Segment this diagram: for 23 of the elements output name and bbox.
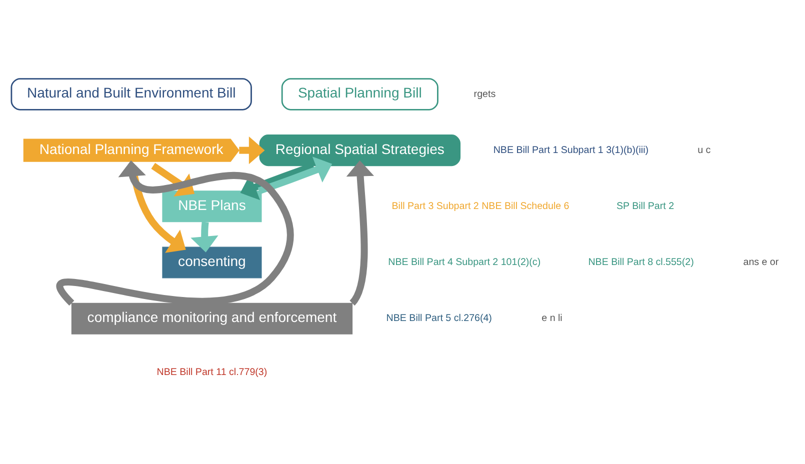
node-box: compliance monitoring and enforcement <box>71 302 353 334</box>
node-box: NBE Plans <box>162 190 262 222</box>
label: Bill Part 3 Subpart 2 NBE Bill Schedule 6 <box>392 201 570 212</box>
arrow <box>346 160 374 306</box>
label: NBE Bill Part 1 Subpart 1 3(1)(b)(iii) <box>493 144 649 156</box>
arrow <box>239 136 265 164</box>
label: ans e or <box>743 257 779 268</box>
node-box: Regional Spatial Strategies <box>259 134 461 166</box>
arrow <box>258 156 332 194</box>
label: NBE Bill Part 4 Subpart 2 101(2)(c) <box>388 257 541 268</box>
label: e n li <box>542 313 562 324</box>
label: rgets <box>474 88 496 100</box>
node-box: Natural and Built Environment Bill <box>10 78 252 110</box>
label: NBE Bill Part 11 cl.779(3) <box>156 366 268 378</box>
arrow <box>190 222 218 252</box>
label: NBE Bill Part 5 cl.276(4) <box>386 313 492 324</box>
node-box: consenting <box>162 246 262 278</box>
arrow <box>57 160 294 306</box>
label: SP Bill Part 2 <box>616 201 674 212</box>
node-box: Spatial Planning Bill <box>281 78 438 110</box>
label: u c <box>698 144 711 156</box>
arrow <box>151 162 195 196</box>
label: NBE Bill Part 8 cl.555(2) <box>588 257 694 268</box>
